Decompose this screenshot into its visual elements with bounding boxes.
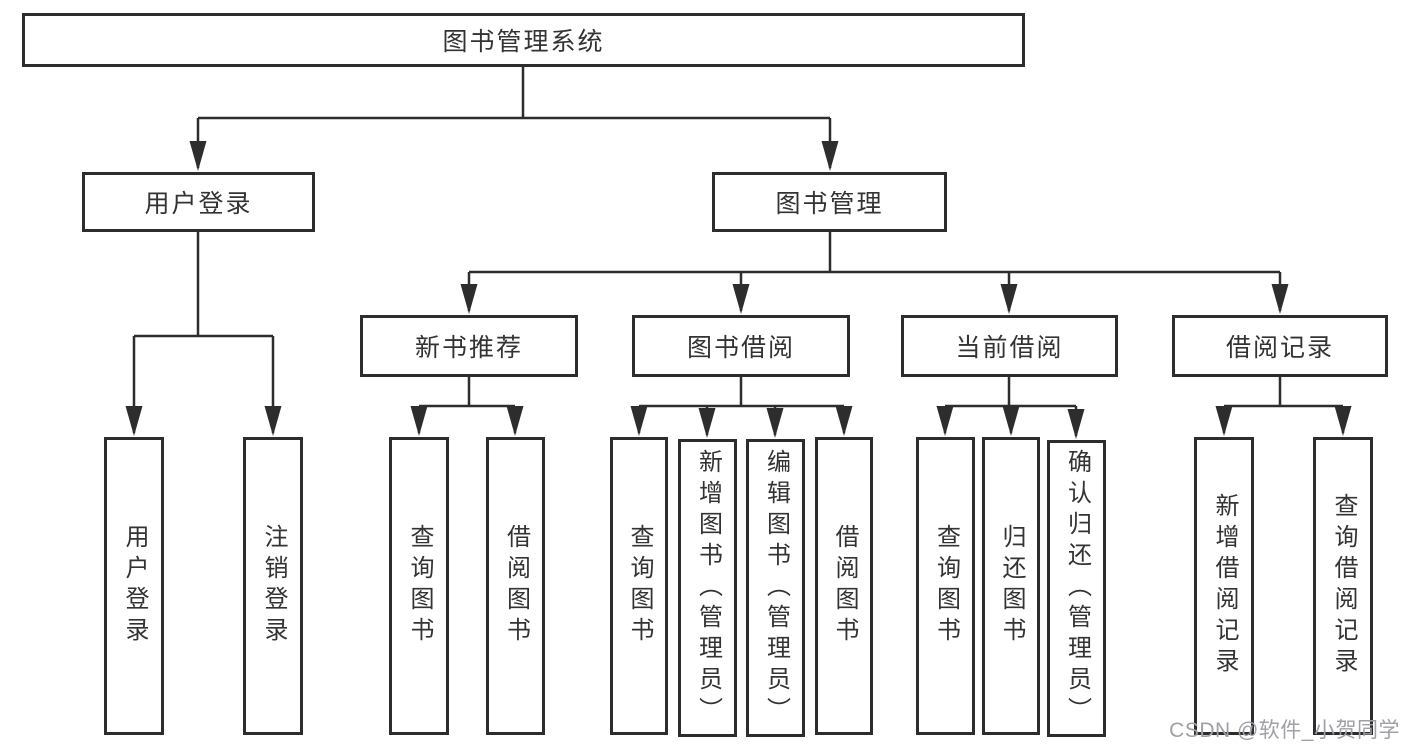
leaf-cb-confirm-return: 确认归还（管理员）	[1047, 440, 1106, 737]
leaf-cb-query-books-label: 查询图书	[932, 524, 960, 648]
leaf-br-query-record: 查询借阅记录	[1313, 437, 1373, 735]
node-book-borrow-label: 图书借阅	[686, 334, 795, 362]
node-book-mgmt: 图书管理	[712, 172, 947, 232]
node-root: 图书管理系统	[22, 13, 1025, 67]
node-borrow-records-label: 借阅记录	[1225, 334, 1334, 362]
leaf-bb-borrow-books-label: 借阅图书	[831, 524, 858, 648]
leaf-logout-label: 注销登录	[260, 524, 287, 648]
leaf-cb-query-books: 查询图书	[916, 437, 975, 735]
leaf-cb-return-books: 归还图书	[982, 437, 1040, 735]
leaf-br-add-record: 新增借阅记录	[1194, 437, 1254, 735]
node-user-login: 用户登录	[82, 172, 315, 232]
node-current-borrow: 当前借阅	[901, 315, 1118, 377]
leaf-nb-borrow-books-label: 借阅图书	[502, 524, 530, 648]
connector-borrow-records-to-leaves	[1215, 377, 1352, 436]
leaf-bb-edit-books: 编辑图书（管理员）	[746, 439, 805, 737]
node-user-login-label: 用户登录	[144, 190, 253, 218]
leaf-nb-query-books-label: 查询图书	[406, 524, 433, 648]
connector-user-login-to-leaves	[125, 232, 282, 436]
connector-new-books-to-leaves	[410, 377, 524, 436]
leaf-cb-return-books-label: 归还图书	[998, 524, 1025, 648]
node-new-books: 新书推荐	[360, 315, 578, 377]
leaf-nb-borrow-books: 借阅图书	[486, 437, 545, 735]
leaf-bb-query-books-label: 查询图书	[626, 524, 653, 648]
node-book-borrow: 图书借阅	[632, 315, 850, 377]
node-current-borrow-label: 当前借阅	[955, 334, 1064, 362]
connector-root-to-level2	[189, 67, 839, 171]
leaf-br-add-record-label: 新增借阅记录	[1211, 493, 1238, 679]
leaf-br-query-record-label: 查询借阅记录	[1330, 493, 1357, 679]
node-root-label: 图书管理系统	[442, 28, 605, 56]
leaf-bb-add-books: 新增图书（管理员）	[678, 439, 737, 737]
leaf-bb-borrow-books: 借阅图书	[815, 437, 873, 735]
leaf-nb-query-books: 查询图书	[389, 437, 449, 735]
leaf-bb-query-books: 查询图书	[610, 437, 668, 735]
watermark: CSDN @软件_小贺同学	[1169, 719, 1400, 742]
leaf-logout: 注销登录	[243, 437, 303, 735]
connector-book-mgmt-to-level3	[460, 232, 1289, 314]
connector-book-borrow-to-leaves	[630, 377, 853, 438]
connector-current-borrow-to-leaves	[936, 377, 1085, 439]
leaf-bb-edit-books-label: 编辑图书（管理员）	[762, 448, 790, 728]
leaf-user-login: 用户登录	[104, 437, 164, 735]
node-book-mgmt-label: 图书管理	[775, 190, 884, 218]
leaf-bb-add-books-label: 新增图书（管理员）	[694, 448, 722, 728]
node-new-books-label: 新书推荐	[414, 334, 523, 362]
node-borrow-records: 借阅记录	[1172, 315, 1388, 377]
leaf-user-login-label: 用户登录	[121, 524, 148, 648]
leaf-cb-confirm-return-label: 确认归还（管理员）	[1063, 449, 1091, 728]
